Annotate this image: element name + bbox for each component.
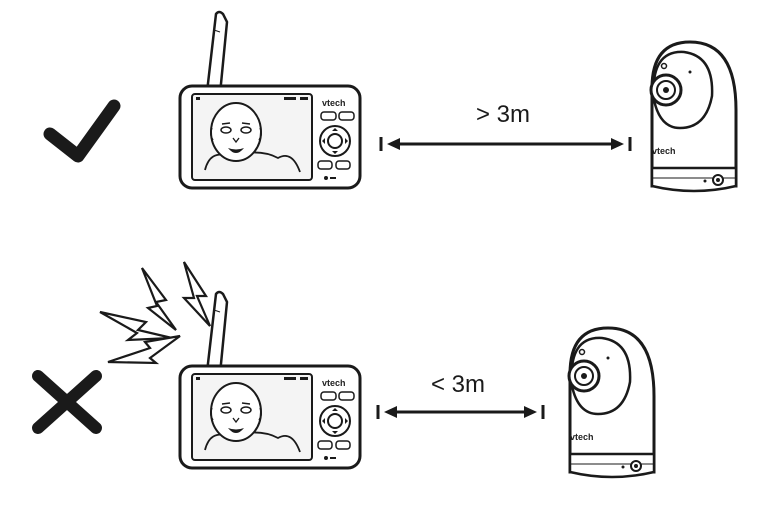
checkmark-icon bbox=[43, 99, 121, 163]
cross-icon bbox=[32, 370, 102, 434]
distance-arrow bbox=[376, 405, 545, 419]
interference-icon bbox=[99, 261, 212, 365]
baby-camera bbox=[649, 40, 738, 193]
distance-arrow bbox=[379, 137, 632, 151]
distance-label-near: < 3m bbox=[431, 371, 486, 398]
baby-camera bbox=[567, 326, 656, 479]
correct-row bbox=[43, 10, 738, 193]
distance-label-far: > 3m bbox=[476, 101, 531, 128]
parent-monitor bbox=[178, 10, 362, 190]
incorrect-row bbox=[32, 261, 656, 479]
